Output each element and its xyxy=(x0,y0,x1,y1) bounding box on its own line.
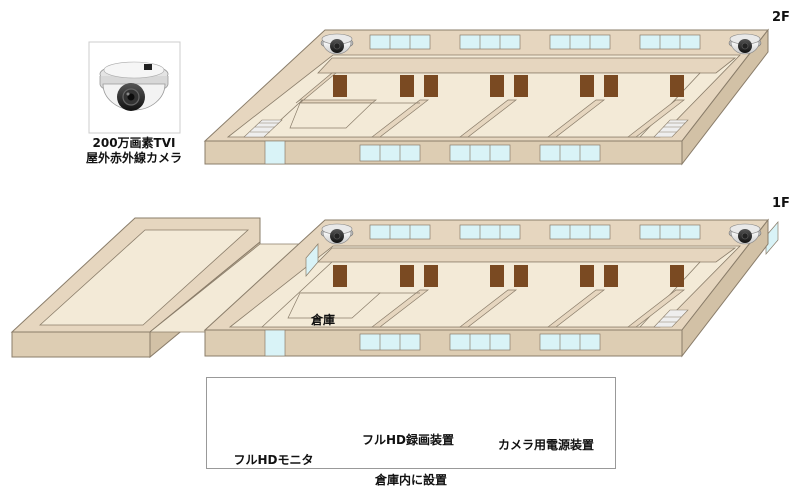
equipment-label-recorder: フルHD録画装置 xyxy=(361,433,454,447)
equipment-panel xyxy=(206,377,616,469)
camera-caption: 200万画素TVI 屋外赤外線カメラ xyxy=(79,136,189,166)
camera-caption-line1: 200万画素TVI xyxy=(92,136,176,150)
camera-product-image xyxy=(88,41,181,134)
room-label-warehouse: 倉庫 xyxy=(311,313,336,327)
floor-label-1f: 1F xyxy=(772,196,790,211)
equipment-caption: 倉庫内に設置 xyxy=(374,473,447,487)
equipment-label-monitor: フルHDモニタ xyxy=(233,453,314,467)
floor-2f-building xyxy=(203,28,770,166)
floor-1f-building xyxy=(10,217,779,359)
floor-label-2f: 2F xyxy=(772,10,790,25)
camera-caption-line2: 屋外赤外線カメラ xyxy=(85,151,182,165)
equipment-label-power-supply: カメラ用電源装置 xyxy=(497,438,594,452)
